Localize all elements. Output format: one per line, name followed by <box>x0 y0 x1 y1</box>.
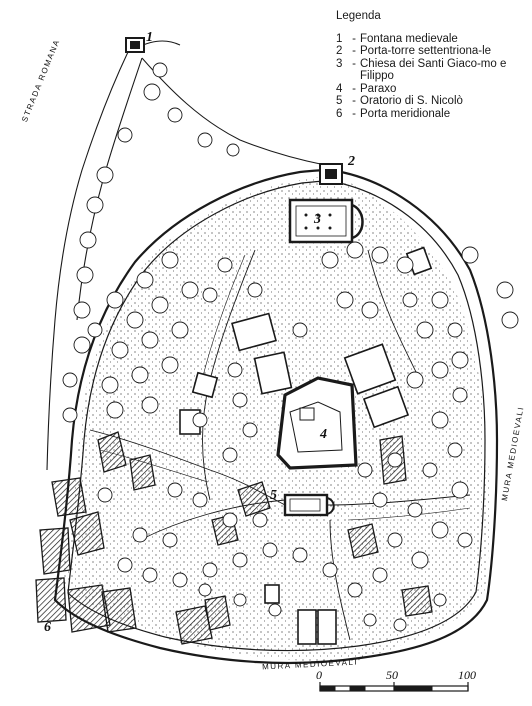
legend-item-5: 5 - Oratorio di S. Nicolò <box>336 95 526 108</box>
legend-item-1: 1 - Fontana medievale <box>336 33 526 46</box>
legend-text: Chiesa dei Santi Giaco-mo e Filippo <box>360 57 507 83</box>
legend-num: 4 <box>336 82 343 95</box>
legend-num: 3 <box>336 57 343 70</box>
legend-text: Oratorio di S. Nicolò <box>360 95 463 107</box>
trees <box>62 62 519 632</box>
legend-text: Porta-torre settentriona-le <box>360 45 492 57</box>
hatched-houses <box>35 431 433 645</box>
legend-title: Legenda <box>336 10 381 22</box>
legend-item-4: 4 - Paraxo <box>336 83 526 96</box>
medieval-wall-inner <box>67 180 486 652</box>
scale-label-100: 100 <box>458 668 476 682</box>
legend-num: 5 <box>336 95 343 107</box>
marker-5: 5 <box>270 488 277 503</box>
scale-label-0: 0 <box>316 668 322 682</box>
church-santi-giacomo-filippo <box>288 198 364 244</box>
marker-6: 6 <box>44 620 51 635</box>
legend-text: Porta meridionale <box>360 107 451 120</box>
paraxo-building <box>276 376 358 470</box>
marker-1: 1 <box>146 30 153 45</box>
legend-num: 1 <box>336 32 343 45</box>
scale-label-50: 50 <box>386 668 398 682</box>
legend-text: Paraxo <box>360 82 397 95</box>
scale-bar <box>319 682 469 692</box>
legend-item-6: 6 - Porta meridionale <box>336 108 526 121</box>
legend-item-3: 3 - Chiesa dei Santi Giaco-mo e Filippo <box>336 58 526 83</box>
medieval-wall-outer <box>53 168 499 665</box>
outlined-plots <box>179 246 433 645</box>
marker-2: 2 <box>348 154 355 169</box>
legend-panel: Legenda 1 - Fontana medievale 2 - Porta-… <box>336 10 526 120</box>
legend-num: 2 <box>336 45 343 57</box>
road-to-fountain <box>141 57 326 166</box>
marker-4: 4 <box>320 427 327 442</box>
marker-3: 3 <box>314 212 321 227</box>
legend-num: 6 <box>336 107 343 120</box>
legend-text: Fontana medievale <box>360 32 458 45</box>
oratorio-san-nicolo <box>283 493 335 517</box>
legend-item-2: 2 - Porta-torre settentriona-le <box>336 45 526 58</box>
